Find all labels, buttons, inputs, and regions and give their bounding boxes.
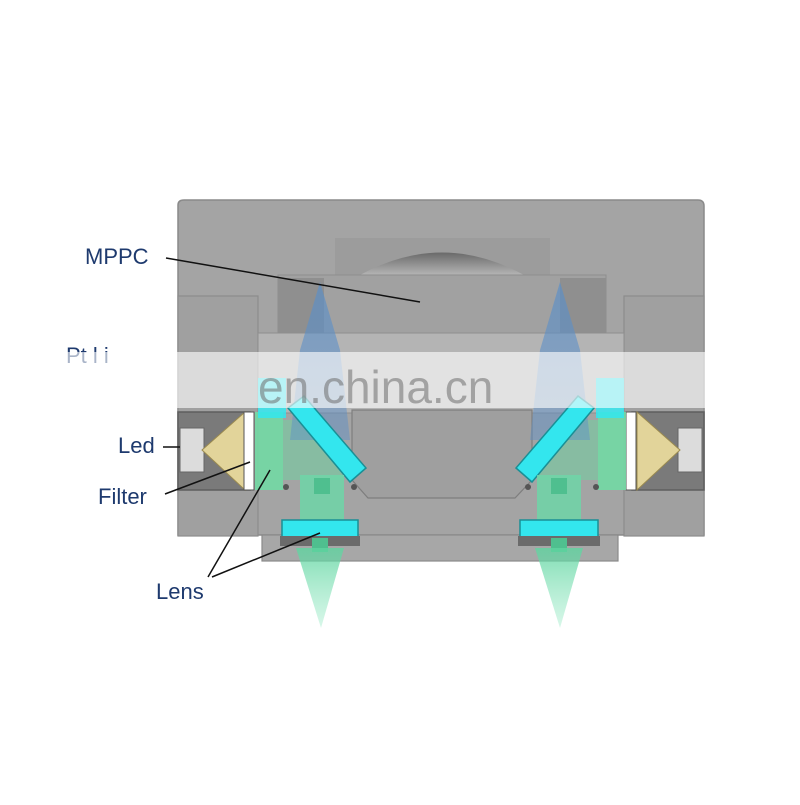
right-filter-strip <box>626 412 636 490</box>
left-filter-strip <box>244 412 254 490</box>
screw <box>593 484 599 490</box>
screw <box>283 484 289 490</box>
left-green-inner <box>314 478 330 494</box>
left-led-socket <box>180 428 204 472</box>
right-green-inner <box>551 478 567 494</box>
left-filter-green <box>255 412 283 490</box>
central-cavity <box>352 410 532 498</box>
screw <box>351 484 357 490</box>
led-label: Led <box>118 433 155 459</box>
watermark: en.china.cn <box>258 360 493 414</box>
left-output-cone <box>296 548 344 628</box>
right-led-socket <box>678 428 702 472</box>
right-filter-green <box>598 412 626 490</box>
screw <box>525 484 531 490</box>
lens-label: Lens <box>156 579 204 605</box>
filter-label: Filter <box>98 484 147 510</box>
mppc-label: MPPC <box>85 244 149 270</box>
right-output-cone <box>535 548 583 628</box>
